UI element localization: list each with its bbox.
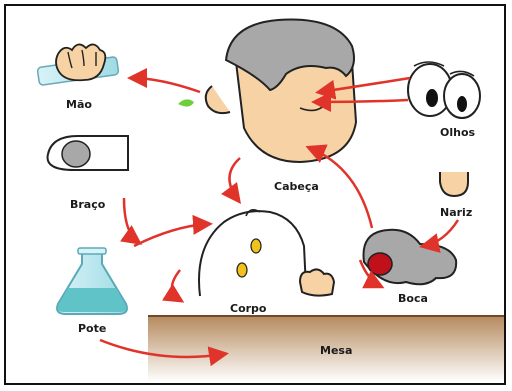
label-mao: Mão	[66, 98, 92, 111]
arrow-corpo-hook	[172, 270, 180, 300]
label-pote: Pote	[78, 322, 106, 335]
arrow-arm-to-body	[124, 198, 138, 242]
green-splash-icon	[178, 99, 194, 106]
body-illustration	[199, 210, 334, 296]
label-braco: Braço	[70, 198, 106, 211]
label-mesa: Mesa	[320, 344, 352, 357]
flask-illustration	[57, 248, 127, 314]
label-olhos: Olhos	[440, 126, 476, 139]
arrow-body-left	[134, 224, 208, 246]
arrow-head-to-body	[229, 158, 240, 200]
arm-illustration	[48, 136, 128, 170]
eyes-illustration	[408, 62, 480, 118]
nose-illustration	[440, 172, 468, 196]
label-nariz: Nariz	[440, 206, 472, 219]
label-cabeca: Cabeça	[274, 180, 319, 193]
label-boca: Boca	[398, 292, 428, 305]
hand-illustration	[37, 44, 119, 85]
label-corpo: Corpo	[230, 302, 267, 315]
arrow-nose-to-mouth	[424, 220, 458, 246]
arrow-head-to-hand	[132, 78, 200, 92]
